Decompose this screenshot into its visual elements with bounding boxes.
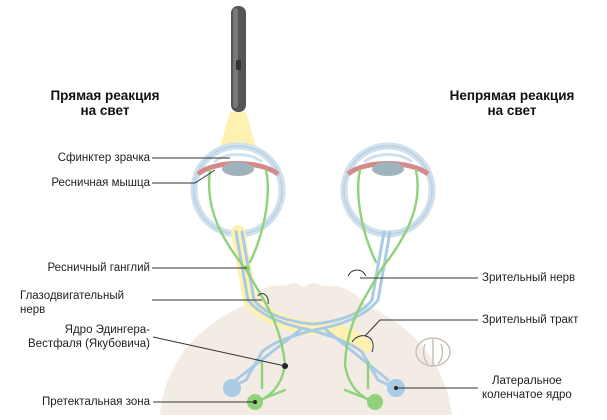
label-ciliary-ganglion: Ресничный ганглий <box>47 262 150 274</box>
label-sphincter: Сфинктер зрачка <box>57 152 150 164</box>
leader-brackets <box>257 269 374 353</box>
label-pretectal-zone: Претектальная зона <box>41 396 150 408</box>
brain-outline <box>160 283 452 415</box>
leader-lines <box>152 157 478 403</box>
label-optic-tract: Зрительный тракт <box>482 314 579 326</box>
left-eye <box>190 142 286 238</box>
label-edinger-westphal: Ядро Эдингера-Вестфаля (Якубовича) <box>28 324 150 350</box>
lgn-left <box>223 379 241 397</box>
label-ciliary-muscle: Ресничная мышца <box>51 177 150 189</box>
pretectal-right <box>367 394 383 410</box>
label-optic-nerve: Зрительный нерв <box>482 272 576 284</box>
right-eye <box>340 142 436 238</box>
brainstem-icon <box>415 337 451 367</box>
